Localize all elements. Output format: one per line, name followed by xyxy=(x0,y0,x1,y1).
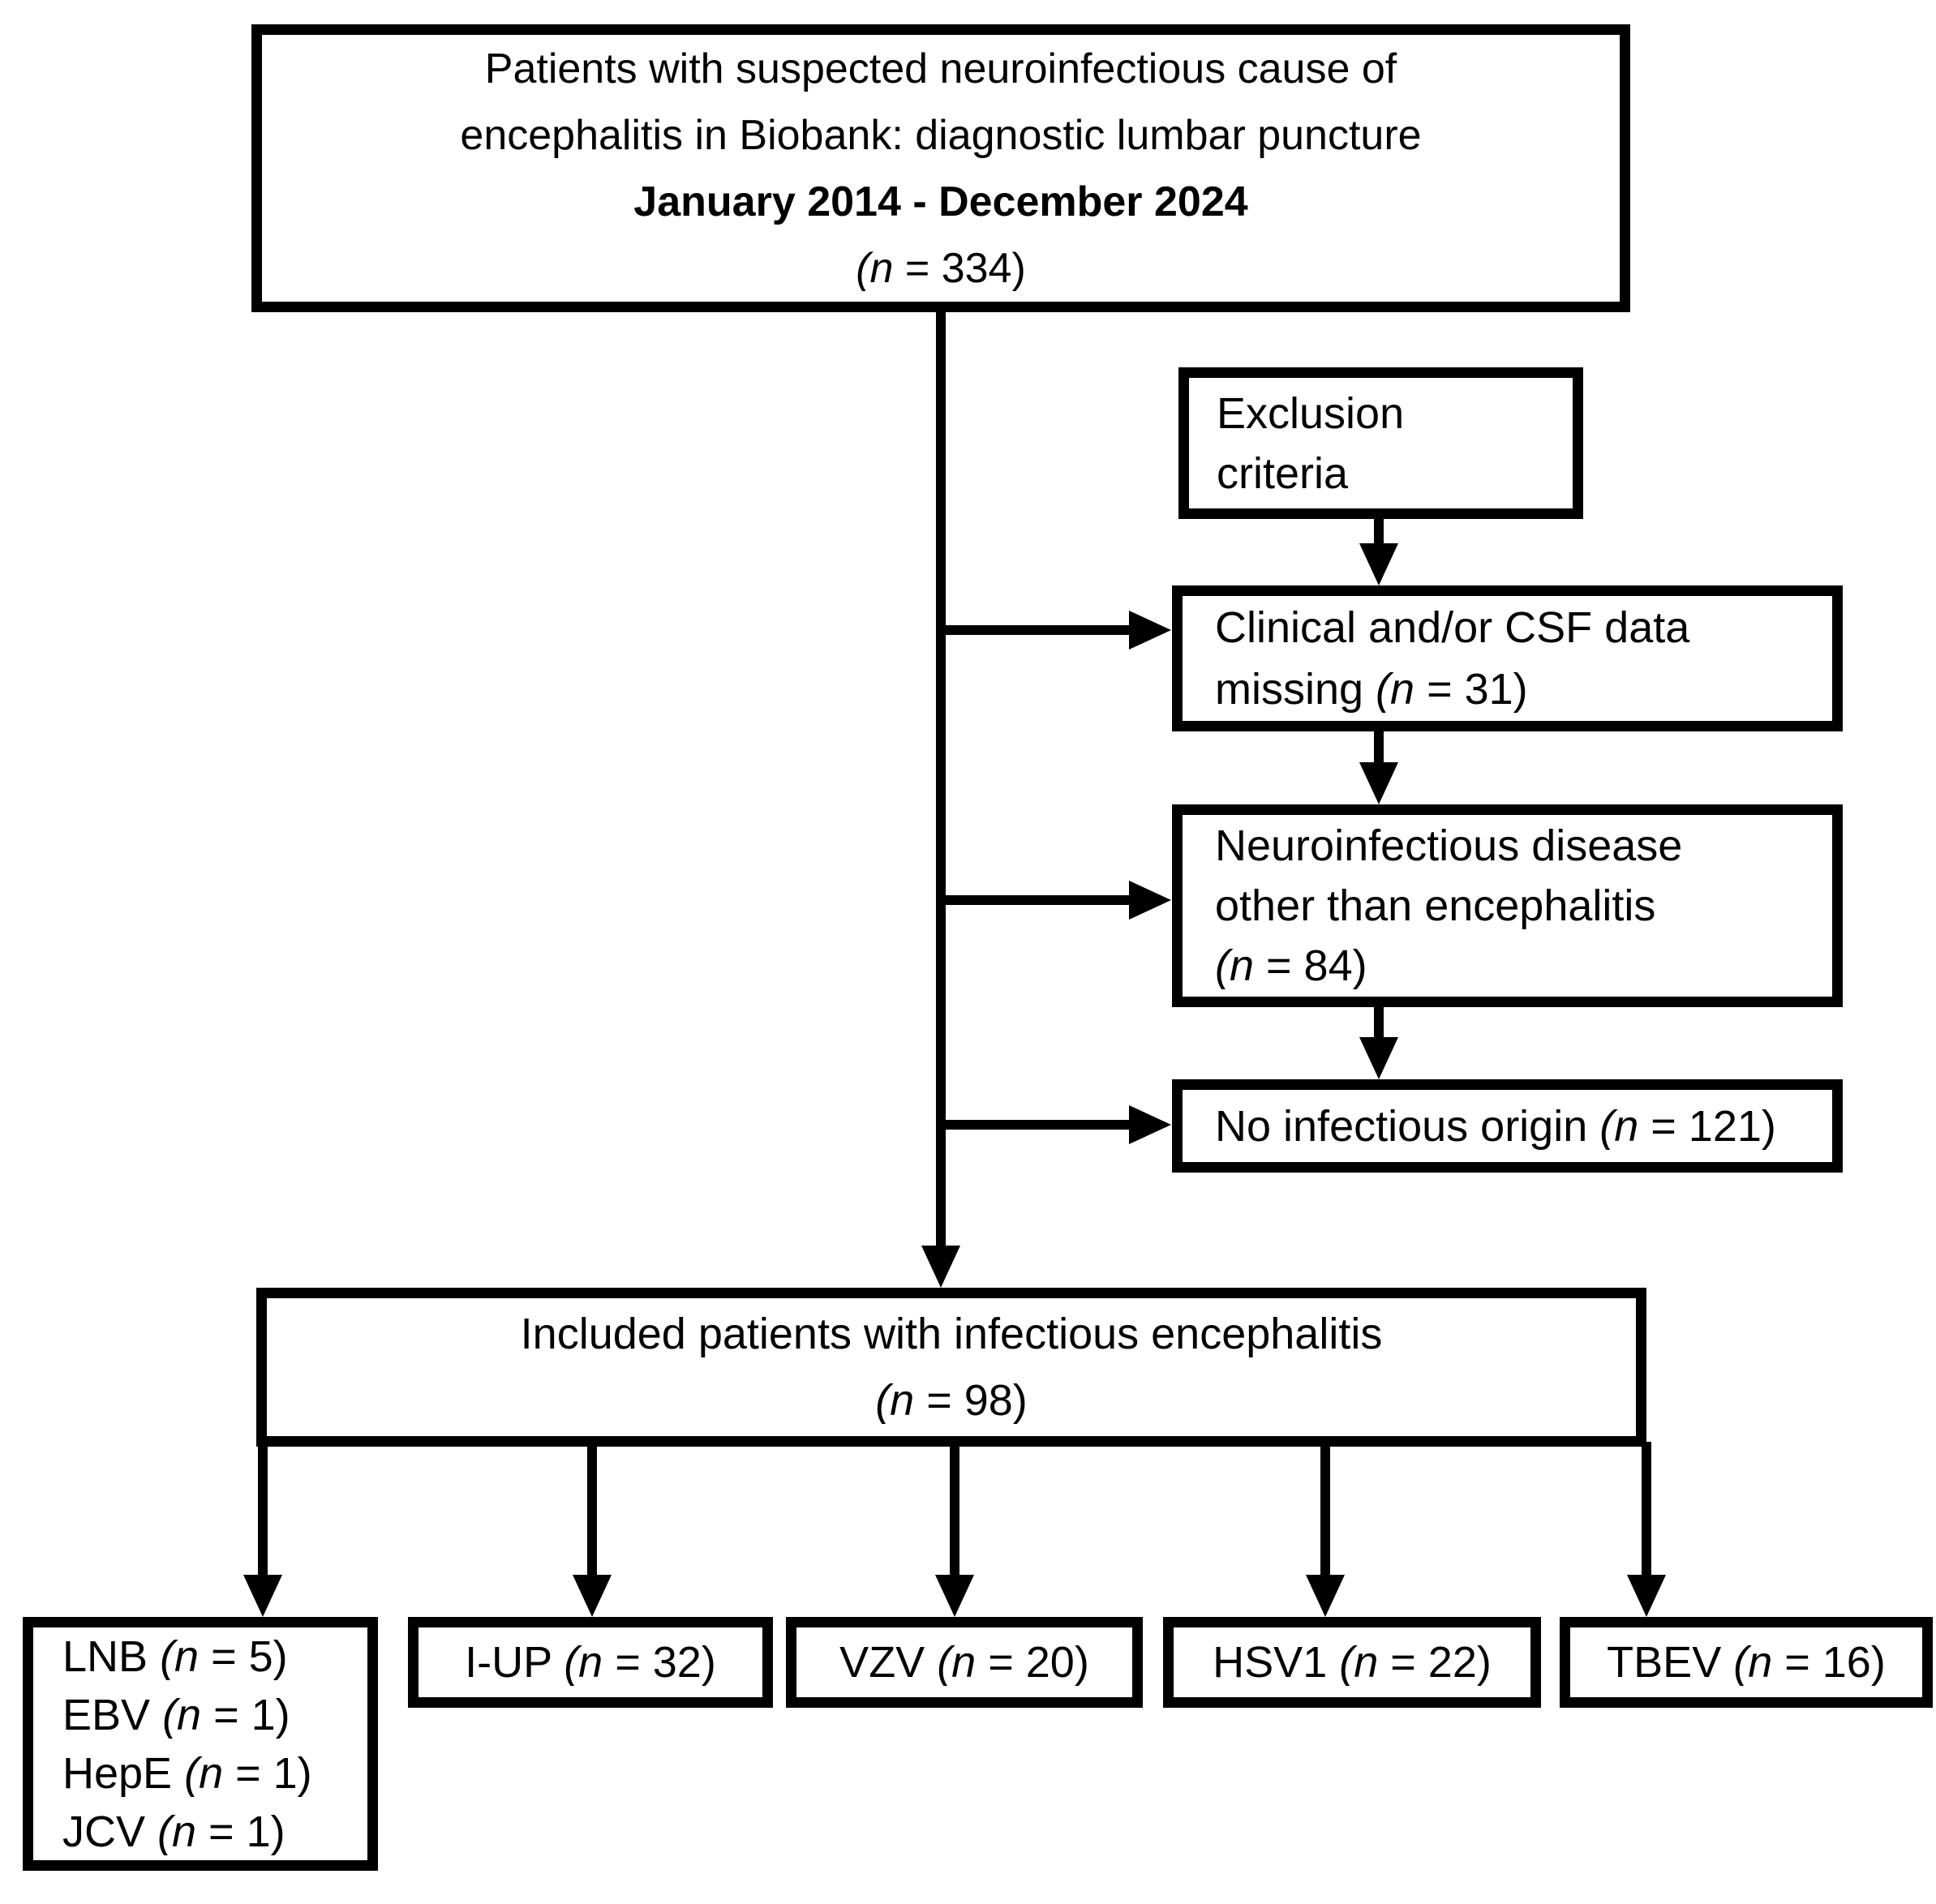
box-outcome-lnb-group: LNB (n = 5)EBV (n = 1)HepE (n = 1)JCV (n… xyxy=(23,1617,378,1871)
box-outcome-hsv1: HSV1 (n = 22) xyxy=(1163,1617,1541,1708)
connector-main-vertical-line xyxy=(936,311,946,1246)
box-outcome-iup: I-UP (n = 32) xyxy=(408,1617,773,1708)
box-outcome-tbev: TBEV (n = 16) xyxy=(1560,1617,1933,1708)
box-outcome-vzv: VZV (n = 20) xyxy=(786,1617,1143,1708)
connector-exclusion-1-line xyxy=(1374,517,1384,547)
arrowhead-outcome-4-down-icon xyxy=(1306,1575,1345,1617)
connector-exclusion-2-line xyxy=(1374,728,1384,764)
arrowhead-exclusion-1-down-icon xyxy=(1359,543,1398,585)
connector-exclusion-3-line xyxy=(1374,1004,1384,1039)
arrowhead-branch-2-right-icon xyxy=(1129,881,1171,920)
arrowhead-outcome-3-down-icon xyxy=(935,1575,974,1617)
connector-outcome-1-line xyxy=(258,1442,268,1575)
arrowhead-outcome-5-down-icon xyxy=(1627,1575,1666,1617)
connector-branch-3-line xyxy=(941,1120,1131,1130)
connector-outcome-4-line xyxy=(1320,1442,1330,1575)
connector-branch-1-line xyxy=(941,625,1131,635)
arrowhead-main-down-icon xyxy=(921,1246,960,1288)
arrowhead-branch-1-right-icon xyxy=(1129,611,1171,650)
arrowhead-branch-3-right-icon xyxy=(1129,1105,1171,1144)
box-exclusion-no-infectious-origin: No infectious origin (n = 121) xyxy=(1172,1079,1843,1173)
connector-outcome-5-line xyxy=(1642,1442,1651,1575)
box-included-patients: Included patients with infectious enceph… xyxy=(256,1288,1646,1447)
connector-branch-2-line xyxy=(941,895,1131,905)
connector-outcome-2-line xyxy=(587,1442,597,1575)
arrowhead-outcome-1-down-icon xyxy=(243,1575,282,1617)
box-suspected-patients: Patients with suspected neuroinfectious … xyxy=(251,24,1630,312)
arrowhead-exclusion-3-down-icon xyxy=(1359,1037,1398,1079)
arrowhead-outcome-2-down-icon xyxy=(573,1575,612,1617)
arrowhead-exclusion-2-down-icon xyxy=(1359,762,1398,804)
connector-outcome-3-line xyxy=(950,1442,959,1575)
